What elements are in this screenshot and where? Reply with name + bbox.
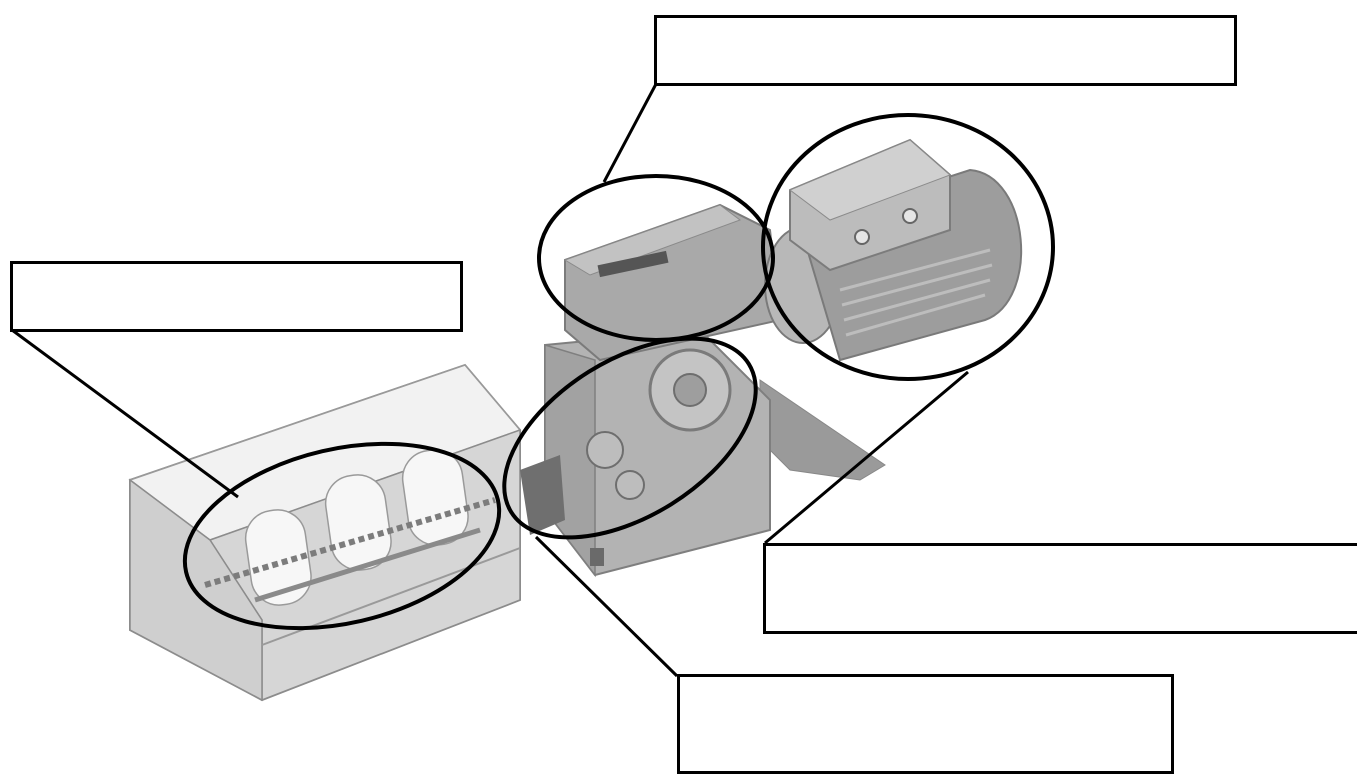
callout-circle-drive: [502, 336, 758, 540]
roller: [244, 509, 312, 606]
drive-sprocket: [586, 431, 624, 469]
label-box-right[interactable]: [763, 543, 1357, 634]
leader-line-left: [11, 328, 239, 499]
leader-line-bottom: [534, 535, 679, 678]
leader-lines: [11, 83, 969, 678]
label-box-top[interactable]: [654, 15, 1237, 86]
callout-circle-rollers: [182, 441, 502, 631]
callout-circles: [182, 113, 1055, 631]
label-box-left[interactable]: [10, 261, 463, 332]
leader-line-top: [602, 83, 658, 183]
callout-circle-gear-reducer: [537, 174, 775, 342]
leader-line-right: [764, 370, 969, 545]
label-box-bottom[interactable]: [677, 674, 1174, 774]
mounting-bracket: [759, 379, 886, 481]
callout-circle-motor: [761, 113, 1055, 381]
rollers: [204, 449, 496, 606]
electric-motor: [764, 138, 1023, 362]
drive-sprocket: [615, 470, 645, 500]
